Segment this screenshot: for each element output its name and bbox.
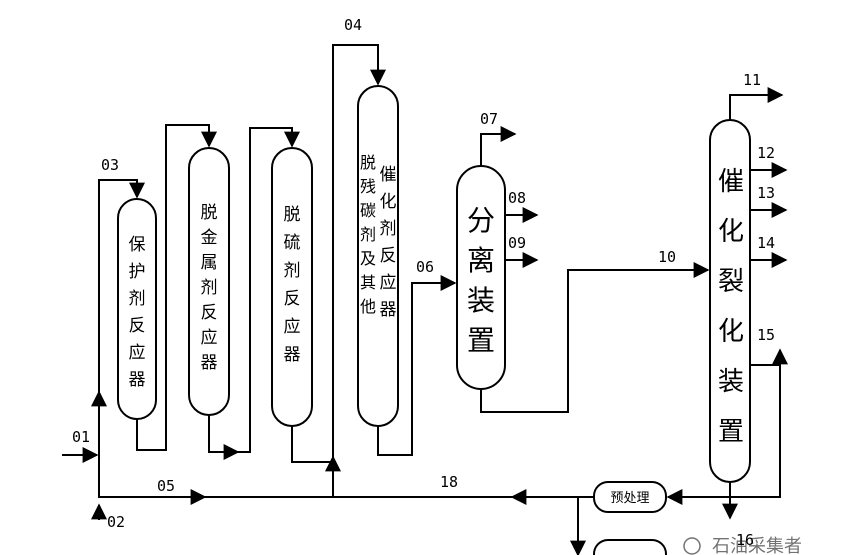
vt-demetal-char: 器: [201, 353, 218, 373]
vt-sep-char: 置: [467, 324, 495, 357]
vt-guard-char: 剂: [129, 289, 146, 309]
pretreatment-label: 预处理: [610, 491, 649, 506]
vt-cat2-char: 及: [360, 249, 376, 268]
stream-11-line: [729, 87, 784, 120]
stream-09-label: 09: [508, 234, 526, 252]
stream-04-line: [332, 44, 386, 462]
stream-16-label: 16: [736, 531, 754, 549]
wechat-icon: [683, 537, 701, 555]
vt-cat2-char: 脱: [360, 153, 376, 172]
vt-demetal-char: 金: [201, 228, 218, 248]
vt-crack-char: 化: [718, 317, 744, 347]
vt-cat2-char: 剂: [360, 225, 376, 244]
stream-18-label: 18: [440, 473, 458, 491]
vt-cat1-char: 反: [380, 246, 397, 266]
stream-12-label: 12: [757, 144, 775, 162]
vt-cat2-char: 他: [360, 297, 376, 316]
vt-guard-char: 保: [129, 235, 146, 255]
vt-desulfur-char: 剂: [284, 261, 301, 281]
demetal-to-desulfur-line: [208, 415, 240, 460]
stream-08-label: 08: [508, 189, 526, 207]
watermark: 石油采集者: [683, 536, 802, 555]
stream-14-label: 14: [757, 234, 775, 252]
stream-07-label: 07: [480, 110, 498, 128]
vt-sep-char: 装: [467, 284, 495, 317]
vt-sep-char: 分: [467, 204, 495, 237]
vt-guard-char: 护: [129, 262, 146, 282]
stream-06-label: 06: [416, 258, 434, 276]
stream-10-label: 10: [658, 248, 676, 266]
vt-cat1-char: 化: [380, 192, 397, 212]
catalyst-reactor-vessel: [357, 85, 399, 427]
vt-cat2-char: 残: [360, 177, 376, 196]
stream-15-label: 15: [757, 326, 775, 344]
vt-desulfur-char: 应: [284, 317, 301, 337]
guard-to-demetal-line: [136, 124, 217, 451]
stream-07-line: [480, 126, 517, 166]
vt-crack-char: 裂: [718, 267, 744, 297]
vt-cat1-char: 应: [380, 273, 397, 293]
stream-01-label: 01: [72, 428, 90, 446]
stream-13-label: 13: [757, 184, 775, 202]
catalytic-cracking-vessel: [709, 119, 751, 483]
demetal-reactor-vessel: [188, 147, 230, 416]
vt-demetal-char: 属: [201, 253, 218, 273]
vt-cat2-char: 碳: [360, 201, 376, 220]
demetal-to-desulfur-line-b: [238, 127, 300, 453]
stream-05-label: 05: [157, 477, 175, 495]
vt-cat2-char: 其: [360, 273, 376, 292]
vt-desulfur-char: 硫: [284, 233, 301, 253]
stream-06-line: [377, 275, 457, 456]
vt-sep-char: 离: [467, 244, 495, 277]
stream-04-label: 04: [344, 16, 362, 34]
vt-demetal-char: 反: [201, 303, 218, 323]
watermark-text: 石油采集者: [712, 536, 802, 555]
vt-demetal-char: 剂: [201, 278, 218, 298]
vt-guard-char: 反: [129, 316, 146, 336]
vt-guard-char: 器: [129, 370, 146, 390]
stream-11-label: 11: [743, 71, 761, 89]
stream-02-label: 02: [107, 513, 125, 531]
vt-demetal-char: 应: [201, 328, 218, 348]
stream-03-line: [98, 179, 145, 392]
vt-crack-char: 催: [718, 167, 744, 197]
desulfur-reactor-vessel: [271, 147, 313, 427]
lower-unit-feed-line: [570, 496, 594, 555]
lower-unit: [593, 539, 667, 555]
vt-cat1-char: 剂: [380, 219, 397, 239]
vt-demetal-char: 脱: [201, 203, 218, 223]
stream-15-line: [666, 364, 781, 505]
vt-crack-char: 装: [718, 367, 744, 397]
vt-desulfur-char: 脱: [284, 205, 301, 225]
guard-reactor-vessel: [117, 198, 157, 420]
stream-10-line: [480, 262, 710, 413]
vt-guard-char: 应: [129, 343, 146, 363]
vt-desulfur-char: 反: [284, 289, 301, 309]
vt-desulfur-char: 器: [284, 345, 301, 365]
desulfur-to-catalyst-line: [291, 426, 333, 463]
stream-03-label: 03: [101, 156, 119, 174]
vt-cat1-char: 催: [380, 165, 397, 185]
vt-crack-char: 置: [718, 417, 744, 447]
separator-vessel: [456, 165, 506, 390]
vt-crack-char: 化: [718, 217, 744, 247]
vt-cat1-char: 器: [380, 300, 397, 320]
